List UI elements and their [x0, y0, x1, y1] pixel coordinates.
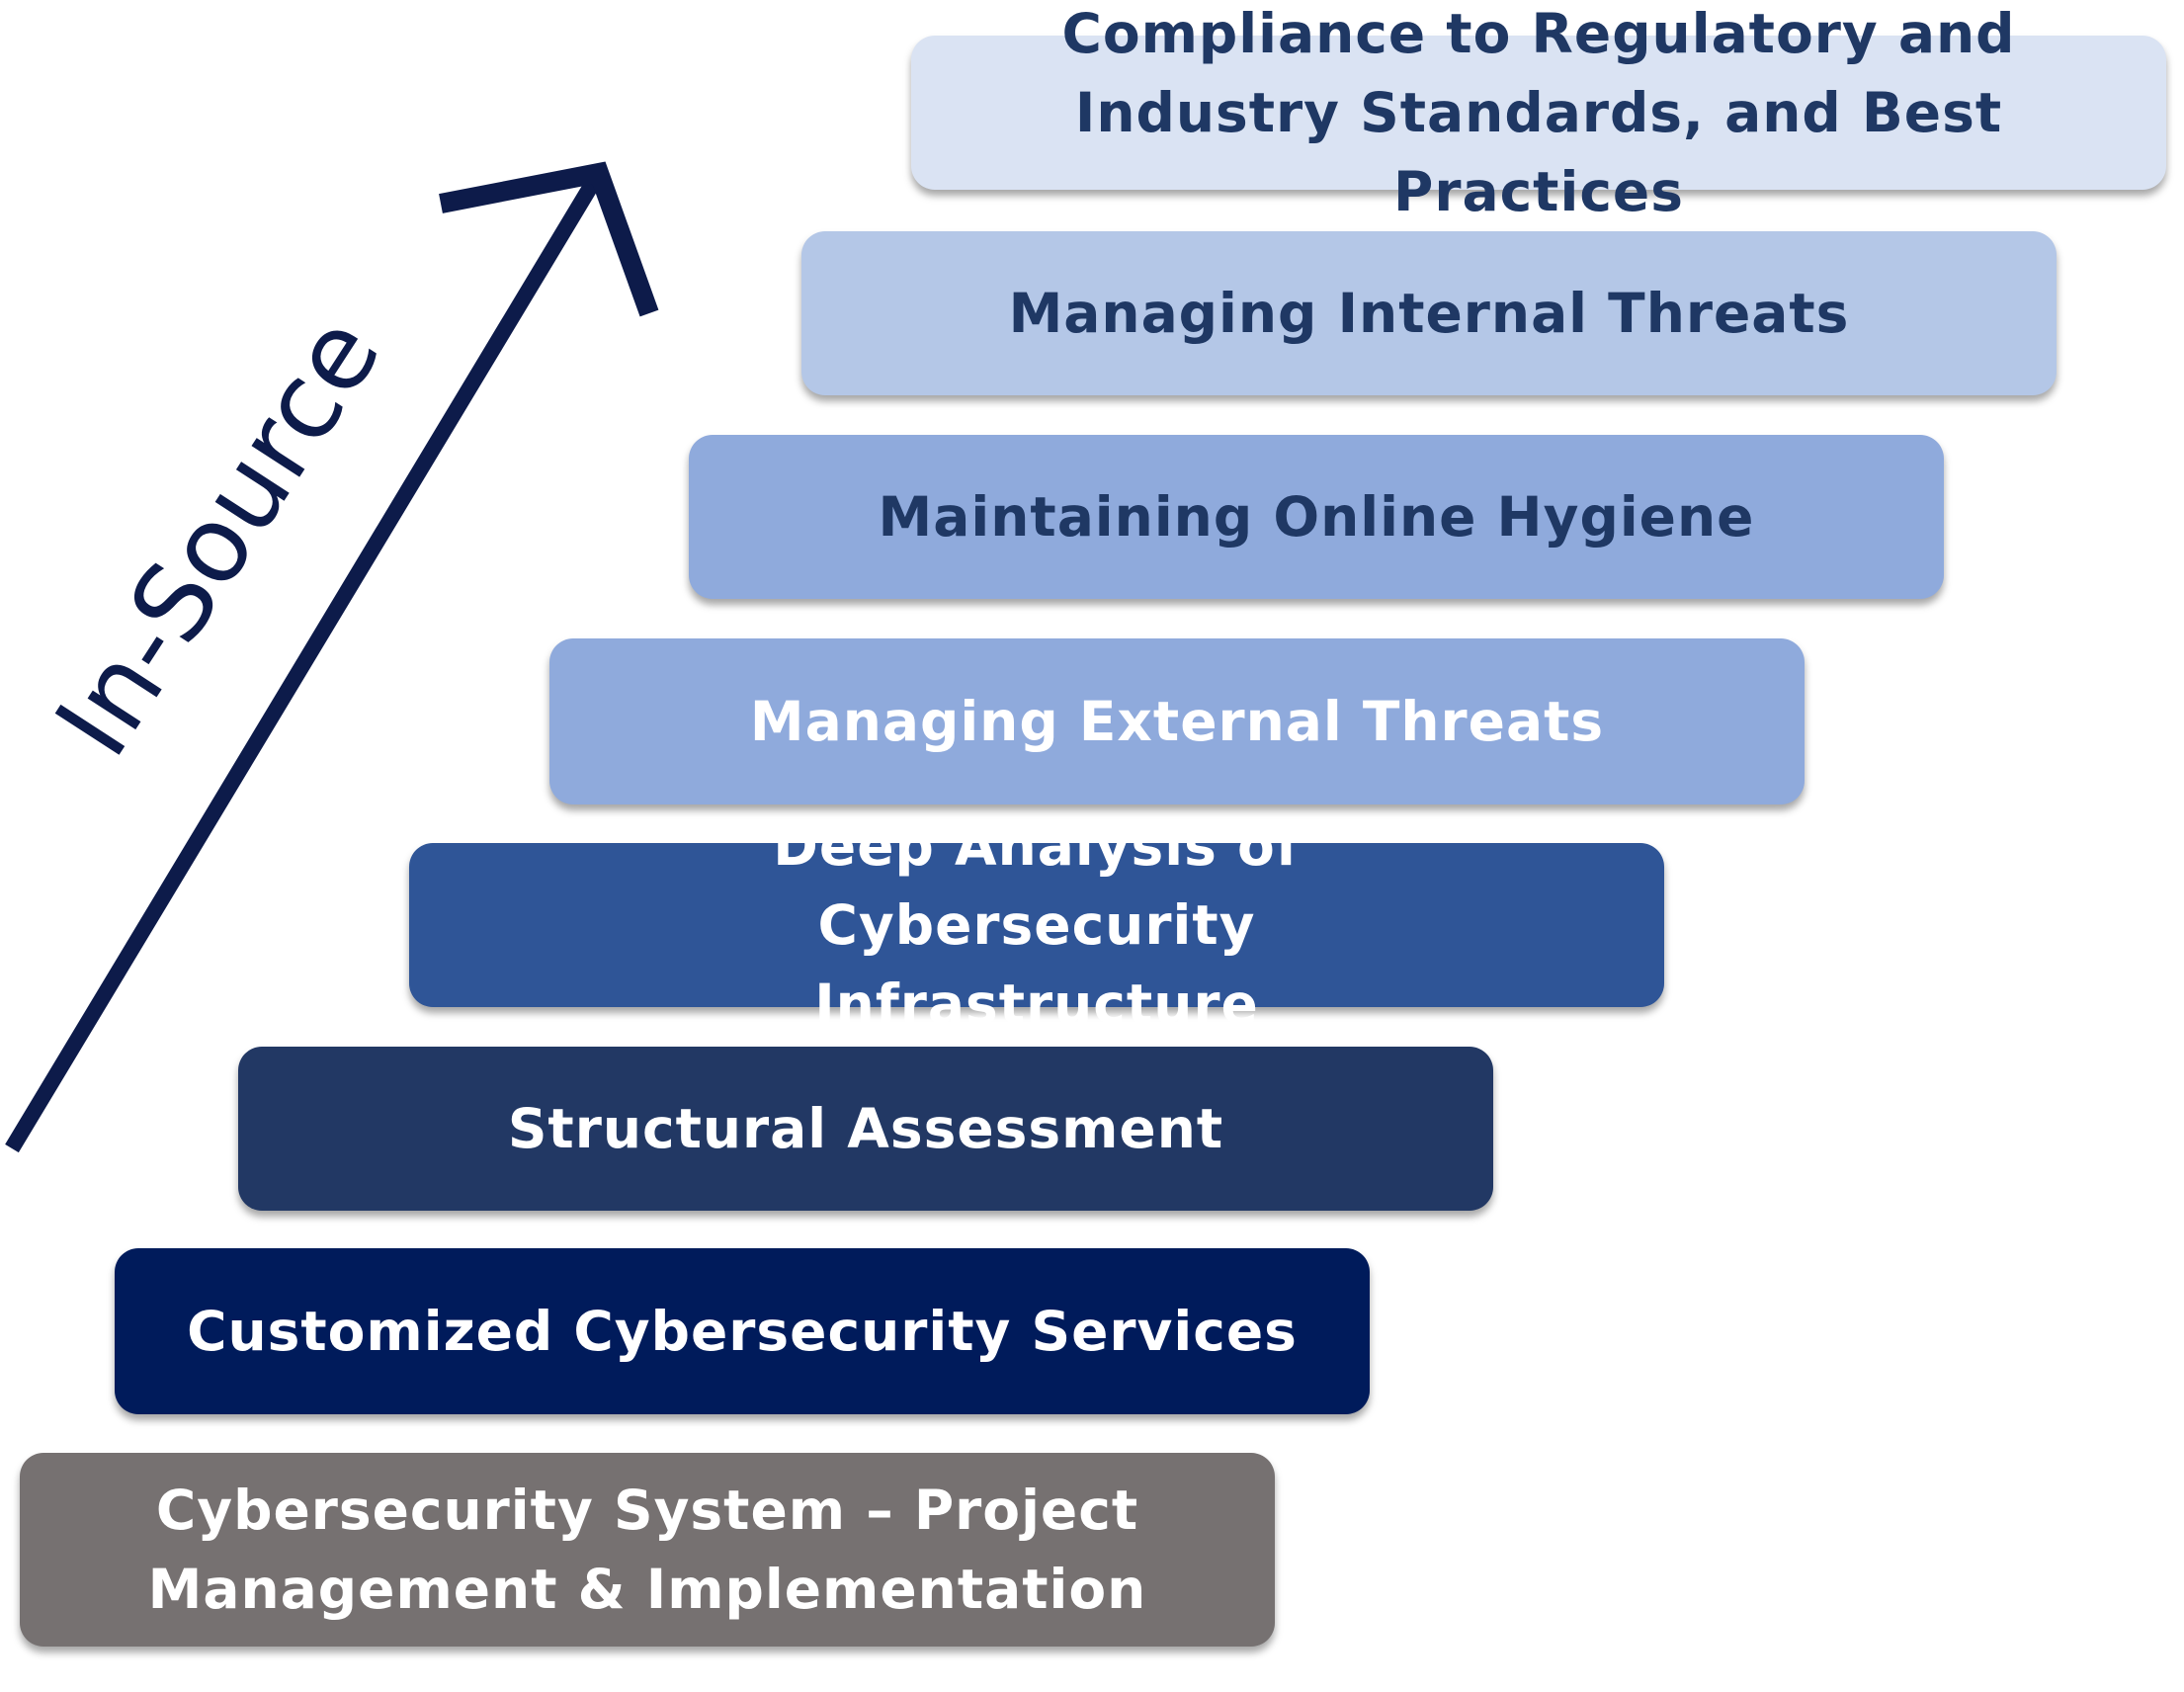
step-structural-assessment: Structural Assessment	[238, 1047, 1493, 1211]
step-label: Customized Cybersecurity Services	[187, 1300, 1298, 1363]
step-label: Managing External Threats	[749, 690, 1605, 753]
step-label: Maintaining Online Hygiene	[878, 485, 1755, 549]
step-label: Cybersecurity System – Project Managemen…	[147, 1479, 1147, 1621]
step-label: Managing Internal Threats	[1008, 282, 1850, 345]
step-compliance: Compliance to Regulatory and Industry St…	[911, 2, 2166, 223]
arrow-head	[439, 161, 659, 317]
step-project-management-implementation: Cybersecurity System – Project Managemen…	[20, 1453, 1275, 1647]
step-label: Deep Analysis of Cybersecurity Infrastru…	[773, 814, 1301, 1036]
in-source-label: In-Source	[32, 296, 404, 778]
step-external-threats: Managing External Threats	[549, 638, 1805, 804]
step-label: Compliance to Regulatory and Industry St…	[1061, 2, 2016, 223]
step-customized-services: Customized Cybersecurity Services	[115, 1248, 1370, 1414]
step-label: Structural Assessment	[507, 1097, 1224, 1160]
step-deep-analysis: Deep Analysis of Cybersecurity Infrastru…	[409, 814, 1664, 1036]
step-internal-threats: Managing Internal Threats	[801, 231, 2057, 395]
step-online-hygiene: Maintaining Online Hygiene	[689, 435, 1944, 599]
